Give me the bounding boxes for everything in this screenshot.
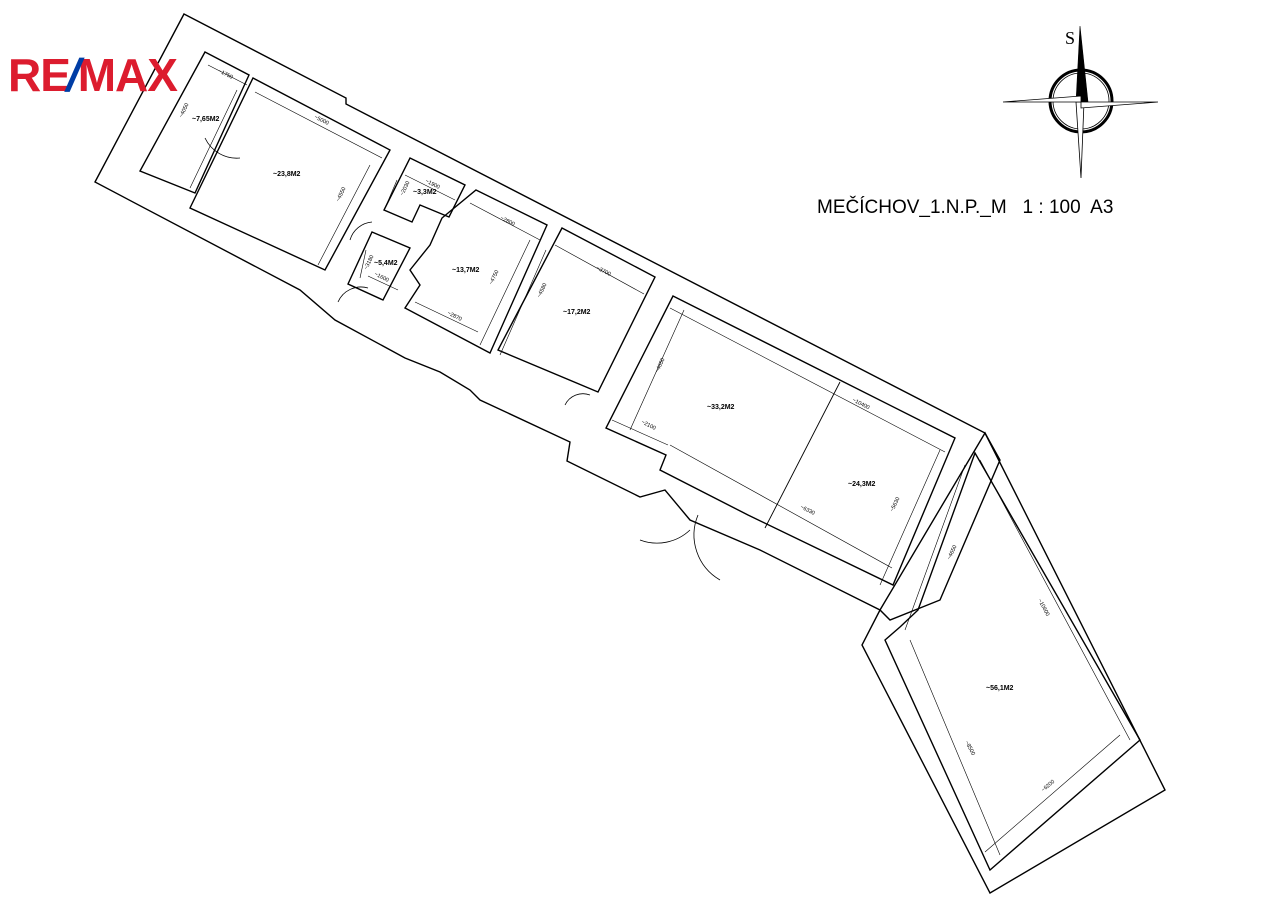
door-swing-3 xyxy=(337,286,369,303)
dim-label: ~6330 xyxy=(799,504,815,516)
room-2-outline xyxy=(189,77,391,271)
room-7-area: ~33,2M2 xyxy=(707,404,735,411)
room-3-outline xyxy=(383,157,466,223)
logo-re: RE xyxy=(8,49,71,101)
room-1-outline xyxy=(139,51,250,194)
door-swing-4 xyxy=(564,393,591,406)
room-4-outline xyxy=(347,231,411,301)
dim-label: ~4580 xyxy=(536,282,548,299)
room-6-area: ~17,2M2 xyxy=(563,309,591,316)
room-5-area: ~13,7M2 xyxy=(452,267,480,274)
dim-label: ~4050 xyxy=(178,102,190,119)
room-2-area: ~23,8M2 xyxy=(273,171,301,178)
dim-label: ~4750 xyxy=(488,269,500,286)
outer-wall-east-wing xyxy=(861,431,1166,894)
door-swing-entry-right xyxy=(693,514,721,581)
dim-label: ~4550 xyxy=(335,186,347,203)
dim-label: ~4650 xyxy=(946,544,958,561)
room-1-area: ~7,65M2 xyxy=(192,116,220,123)
room-3-area: ~3,3M2 xyxy=(413,189,437,196)
dim-label: ~2030 xyxy=(399,180,411,197)
door-swing-2 xyxy=(349,221,373,241)
dim-label: ~8500 xyxy=(963,740,976,756)
dim-label: ~5630 xyxy=(889,496,901,513)
room-6-outline xyxy=(497,227,656,393)
dim-label: ~2100 xyxy=(640,419,656,431)
remax-logo: RE/MAX xyxy=(8,49,178,101)
room-8-area: ~24,3M2 xyxy=(848,481,876,488)
room-4-area: ~5,4M2 xyxy=(374,260,398,267)
dim-label: ~6200 xyxy=(1040,779,1056,794)
room-9-outline xyxy=(884,451,1141,872)
dim-label: ~1750 xyxy=(217,68,233,80)
door-swing-entry-left xyxy=(639,529,691,544)
outer-wall-west-wing xyxy=(94,13,1001,621)
door-swing-1 xyxy=(204,137,241,159)
room-9-area: ~56,1M2 xyxy=(986,685,1014,692)
dim-label: ~2800 xyxy=(499,215,515,227)
north-arrow-compass-icon: S xyxy=(1002,25,1159,179)
plan-title: MEČÍCHOV_1.N.P._M 1 : 100 A3 xyxy=(817,197,1114,218)
room-7-8-outline xyxy=(605,295,956,586)
room-5-outline xyxy=(403,189,548,354)
dim-label: ~3700 xyxy=(595,265,611,277)
compass-label: S xyxy=(1065,28,1075,48)
room-divider-7-8 xyxy=(764,381,841,529)
logo-max: MAX xyxy=(77,49,178,101)
dim-label: ~4650 xyxy=(654,357,666,374)
dim-label: ~10600 xyxy=(1036,598,1050,617)
